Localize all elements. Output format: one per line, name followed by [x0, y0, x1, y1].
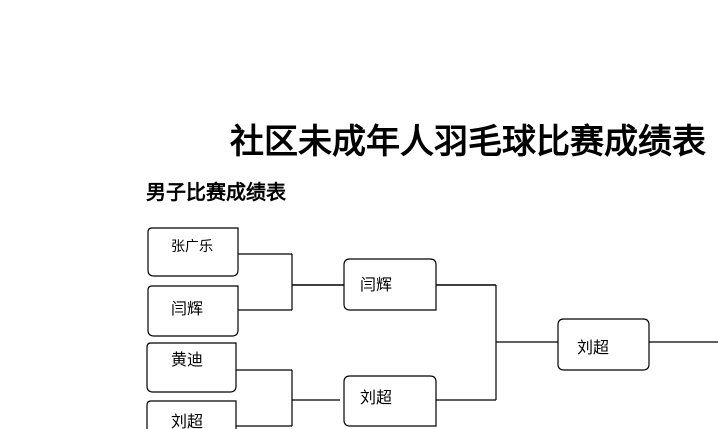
player-box	[146, 342, 237, 393]
player-name: 张广乐	[171, 239, 213, 255]
player-name: 刘超	[577, 338, 610, 357]
player-name: 刘超	[171, 412, 204, 429]
section-title: 男子比赛成绩表	[146, 180, 286, 204]
player-box	[557, 318, 650, 371]
player-box	[146, 400, 237, 429]
player-name: 闫辉	[171, 299, 204, 318]
player-name: 闫辉	[360, 275, 393, 294]
player-box	[147, 227, 239, 277]
player-box	[147, 285, 239, 337]
player-box	[343, 258, 437, 311]
player-name: 刘超	[360, 388, 393, 407]
player-box	[343, 375, 437, 427]
player-name: 黄迪	[171, 350, 204, 369]
document-title: 社区未成年人羽毛球比赛成绩表	[230, 122, 706, 162]
